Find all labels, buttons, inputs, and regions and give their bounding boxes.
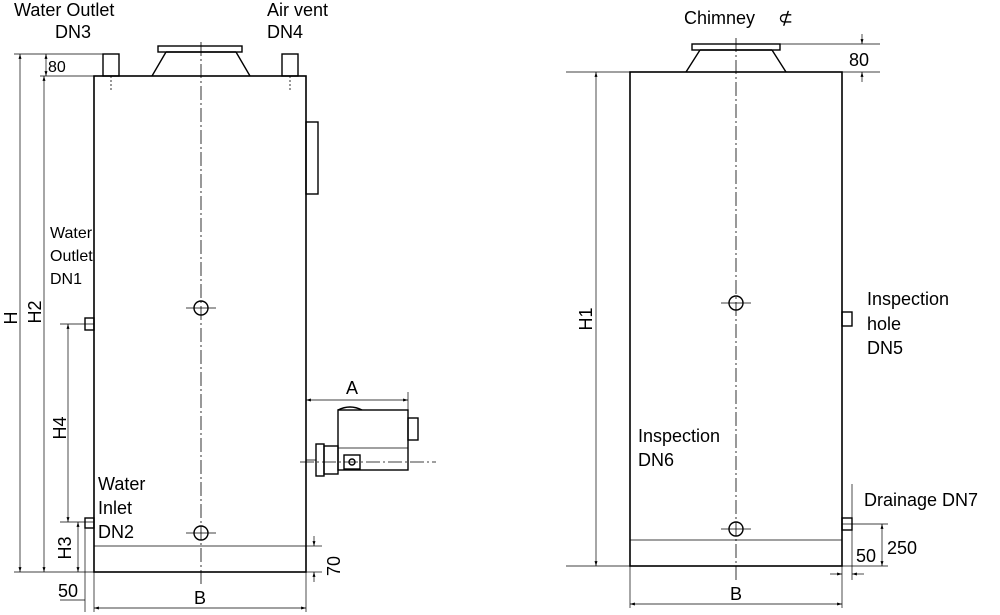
right-dim-B-label: B <box>730 584 742 604</box>
left-view: A 80 H H2 H4 H3 <box>1 0 436 612</box>
dim-H2-label: H2 <box>25 300 45 323</box>
dim-H3-label: H3 <box>55 536 75 559</box>
right-chimney-hood <box>685 43 787 73</box>
right-view: 80 H1 B 50 250 Chimney ⊄ <box>566 8 978 608</box>
label-air-vent-l1: Air vent <box>267 0 328 20</box>
right-dim-50-250: 50 250 <box>830 484 917 580</box>
label-water-outlet-dn3-l1: Water Outlet <box>14 0 114 20</box>
burner-unit <box>300 406 436 477</box>
right-dim-50-label: 50 <box>856 546 876 566</box>
label-inspection-hole-l1: Inspection <box>867 289 949 309</box>
label-inspection-hole-l3: DN5 <box>867 338 903 358</box>
left-airvent-pipe-dn4 <box>281 53 299 77</box>
right-dim-B: B <box>629 566 843 608</box>
left-chimney-hood <box>151 45 251 77</box>
left-upper-crosshair <box>186 300 216 316</box>
left-dim-50: 50 <box>58 528 95 612</box>
dim-H1-label: H1 <box>576 307 596 330</box>
label-water-inlet-l1: Water <box>98 474 145 494</box>
left-dim-70-label: 70 <box>324 556 344 576</box>
label-inspection-dn6-l1: Inspection <box>638 426 720 446</box>
inspection-hole-connector-dn5 <box>841 311 853 327</box>
chimney-diameter-symbol: ⊄ <box>778 8 793 28</box>
dim-A: A <box>306 378 409 410</box>
left-dim-B-label: B <box>194 588 206 608</box>
label-water-outlet-dn3-l2: DN3 <box>55 22 91 42</box>
label-inspection-hole-l2: hole <box>867 314 901 334</box>
left-outlet-pipe-dn3 <box>102 53 120 77</box>
label-chimney: Chimney <box>684 8 755 28</box>
right-dim-250-label: 250 <box>887 538 917 558</box>
label-water-outlet-dn1-l2: Outlet <box>50 248 93 265</box>
label-water-inlet-l3: DN2 <box>98 522 134 542</box>
right-dim-80-label: 80 <box>849 50 869 70</box>
label-water-outlet-dn1-l3: DN1 <box>50 271 82 288</box>
label-air-vent-l2: DN4 <box>267 22 303 42</box>
left-boiler-body <box>93 75 307 573</box>
dim-H3: H3 <box>55 522 80 572</box>
right-dim-80: 80 <box>780 34 880 82</box>
right-upper-crosshair <box>721 295 751 311</box>
dim-H: H <box>1 53 94 573</box>
left-dim-80-label: 80 <box>48 59 66 76</box>
label-water-outlet-dn1-l1: Water <box>50 225 93 242</box>
left-dim-80: 80 <box>40 53 103 77</box>
left-dim-B: B <box>94 572 307 612</box>
dim-A-label: A <box>346 378 358 398</box>
dim-H2: H2 <box>25 76 46 572</box>
left-dim-50-label: 50 <box>58 581 78 601</box>
label-inspection-dn6-l2: DN6 <box>638 450 674 470</box>
dim-H4: H4 <box>50 324 70 522</box>
dim-H1: H1 <box>566 71 630 567</box>
label-water-inlet-l2: Inlet <box>98 498 132 518</box>
left-side-panel <box>305 121 319 195</box>
right-lower-crosshair <box>721 521 751 537</box>
label-drainage-dn7: Drainage DN7 <box>864 490 978 510</box>
left-lower-crosshair <box>186 525 216 541</box>
dim-H-label: H <box>1 312 21 325</box>
dim-H4-label: H4 <box>50 416 70 439</box>
left-dim-70: 70 <box>306 536 344 582</box>
left-inlet-connector-dn2 <box>84 517 95 529</box>
